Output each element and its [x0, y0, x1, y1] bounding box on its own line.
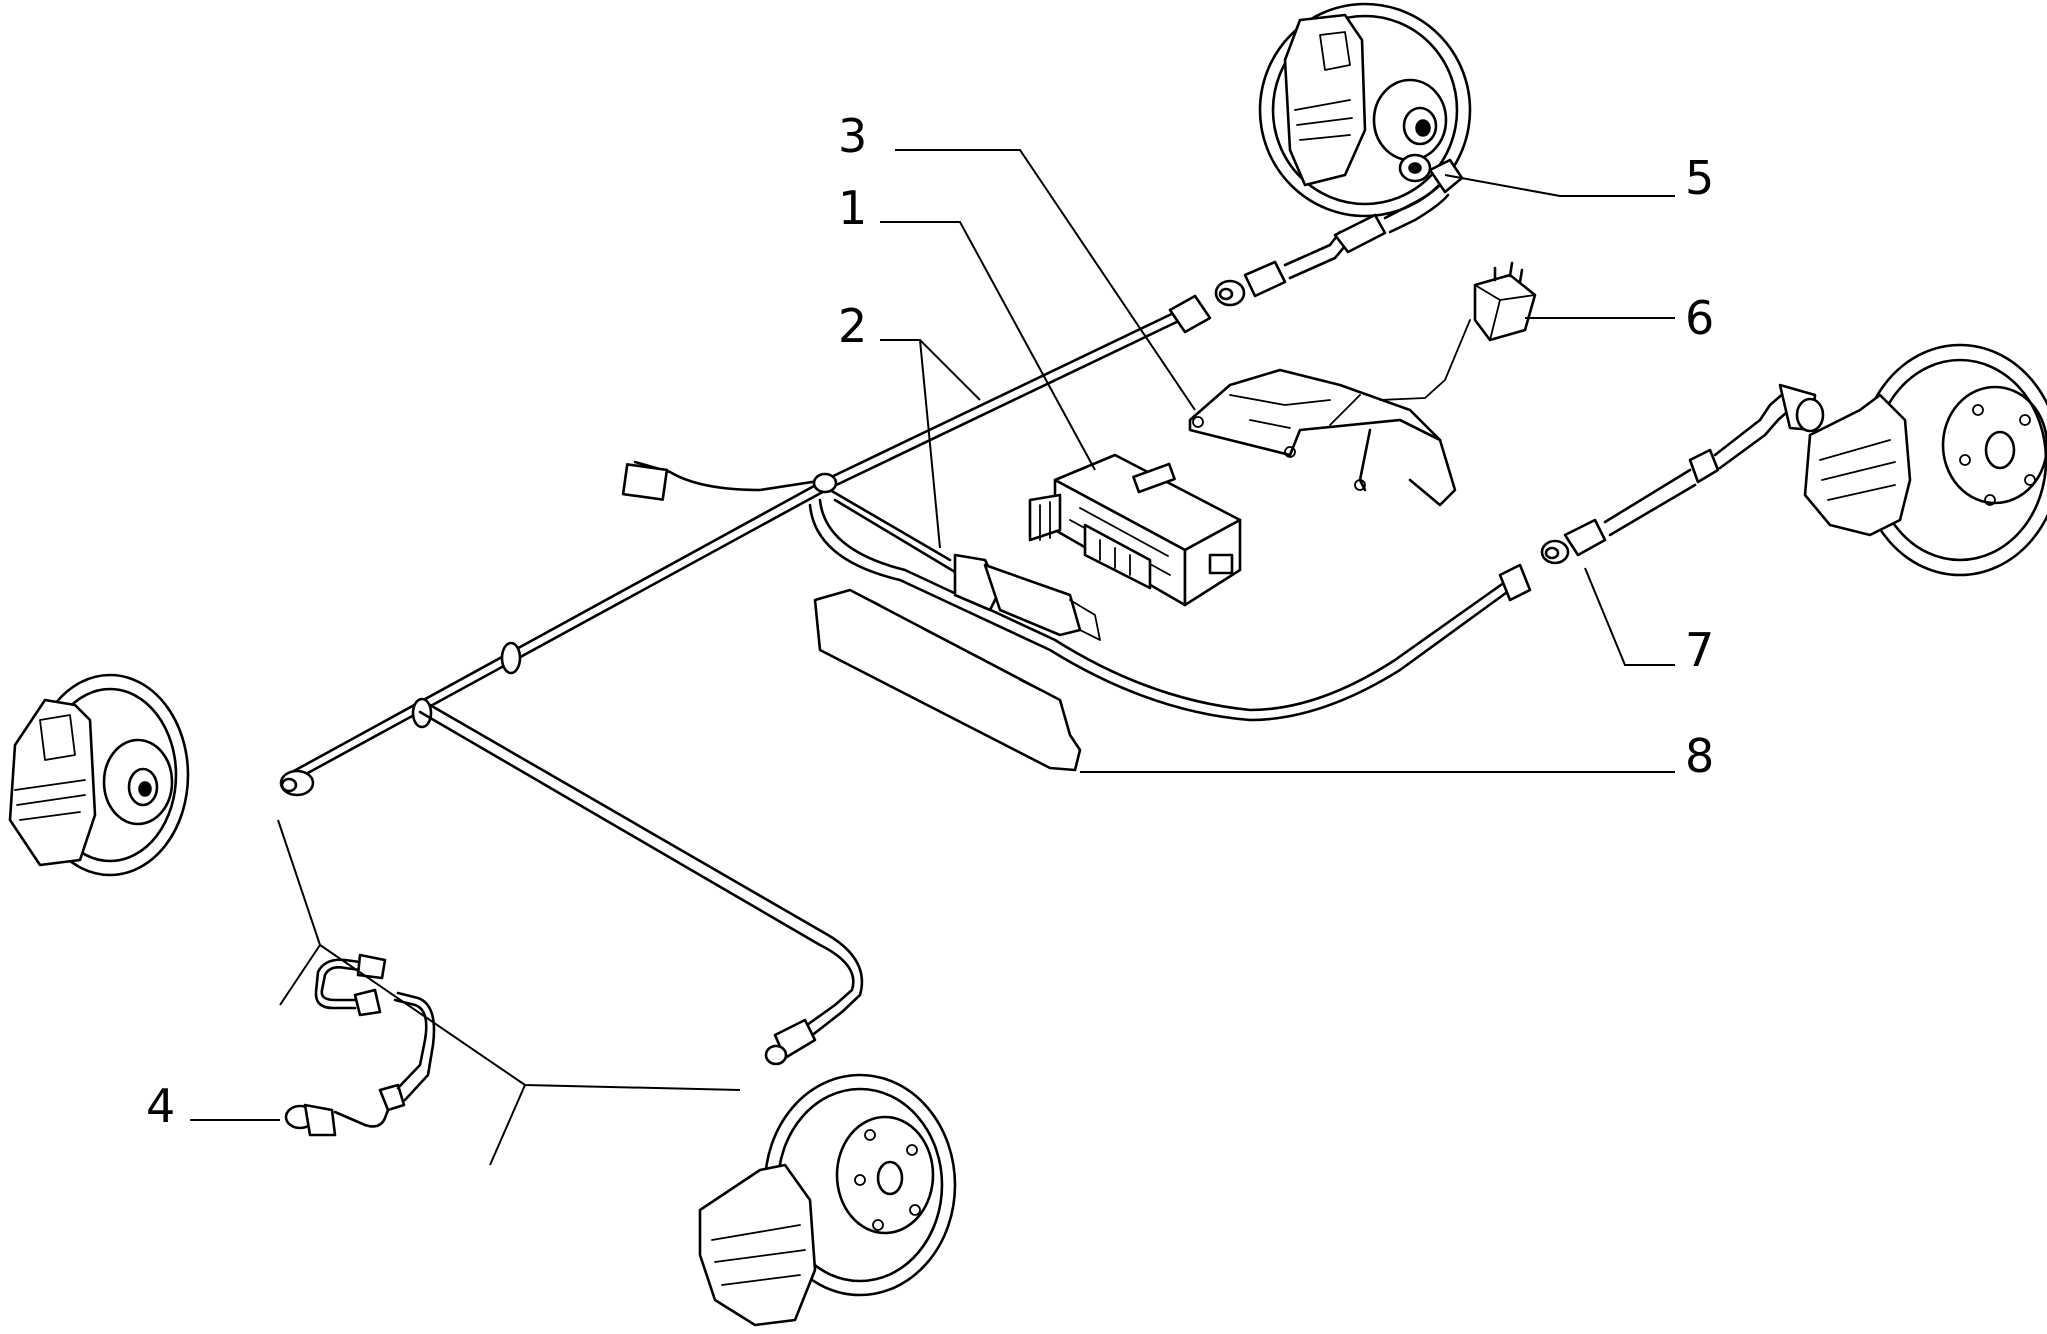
leader-group-left: [277, 819, 741, 1166]
callout-6: 6: [1685, 291, 1714, 345]
callout-8: 8: [1685, 729, 1714, 783]
brake-disc-front-right: [1258, 2, 1472, 218]
brake-disc-front-left: [8, 673, 190, 877]
wheel-speed-sensor-spare: [284, 953, 436, 1137]
brake-disc-rear-left: [698, 1073, 957, 1327]
callout-5: 5: [1685, 151, 1714, 205]
callout-7: 7: [1685, 623, 1714, 677]
leader-2: [880, 339, 981, 549]
wheel-speed-sensor-rear-right: [1540, 383, 1825, 565]
brake-disc-rear-right: [1803, 343, 2047, 577]
leader-lines: [190, 149, 1675, 1166]
callout-2: 2: [838, 299, 867, 353]
abs-control-unit: [1028, 453, 1242, 607]
leader-1: [880, 221, 1096, 471]
callout-4: 4: [146, 1079, 175, 1133]
callout-1: 1: [838, 181, 867, 235]
leader-5: [1444, 174, 1675, 197]
wiring-harness: [279, 294, 1532, 1066]
callout-3: 3: [838, 109, 867, 163]
leader-7: [1584, 567, 1675, 666]
control-unit-bracket: [1188, 368, 1457, 507]
control-unit-cover: [813, 588, 1082, 772]
leader-3: [895, 149, 1196, 411]
relay: [1379, 261, 1537, 401]
